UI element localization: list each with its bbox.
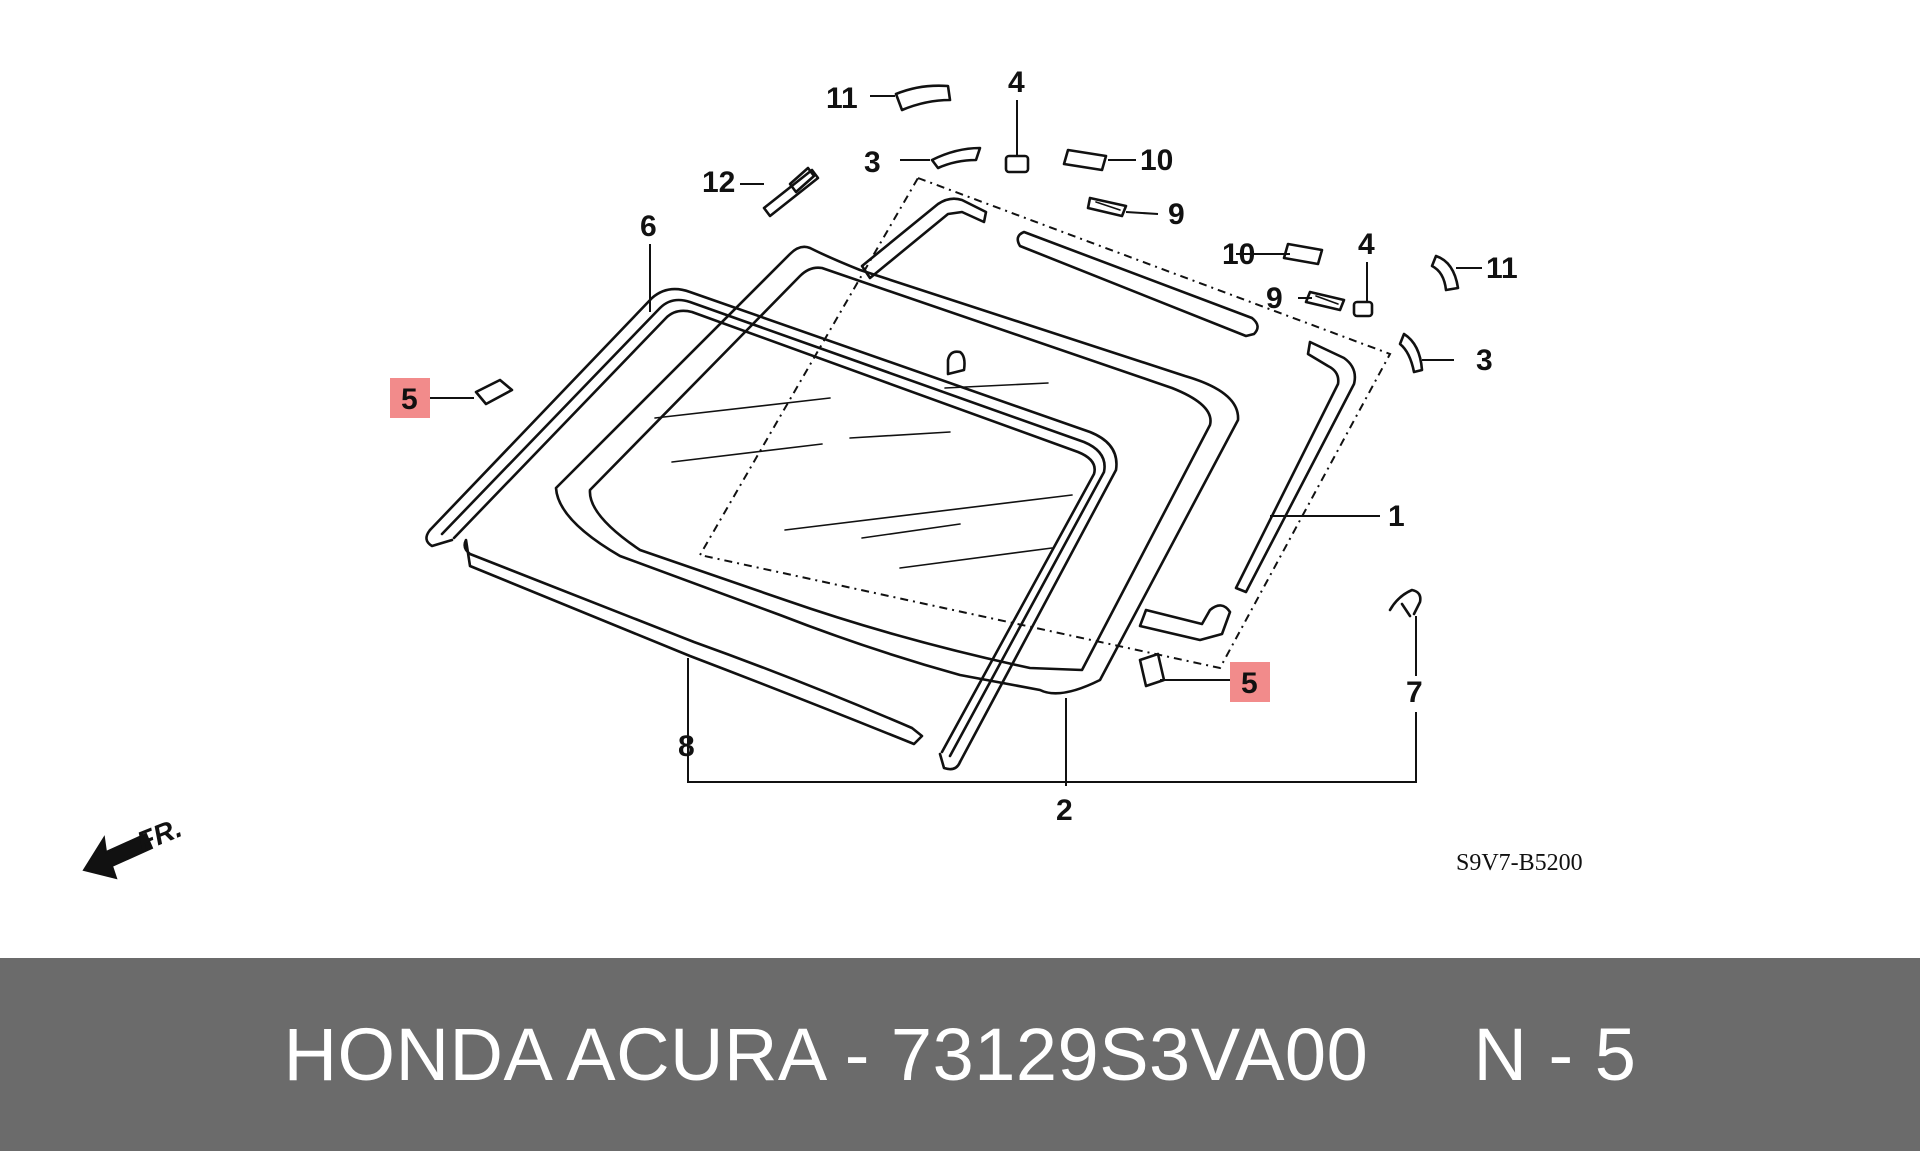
callout-11-left: 11 bbox=[826, 82, 858, 115]
windshield-glass bbox=[554, 245, 1240, 695]
callout-8: 8 bbox=[678, 730, 695, 763]
callout-10-right: 10 bbox=[1222, 238, 1255, 271]
part-9-right bbox=[1304, 290, 1346, 312]
part-11-left bbox=[894, 84, 952, 112]
side-dam-right bbox=[1234, 340, 1357, 594]
part-7-clip bbox=[1388, 588, 1422, 618]
callout-9-left: 9 bbox=[1168, 198, 1185, 231]
callout-9-right: 9 bbox=[1266, 282, 1283, 315]
callout-1: 1 bbox=[1388, 500, 1405, 533]
leader-lines bbox=[430, 95, 1482, 786]
upper-seal-strip bbox=[1016, 230, 1259, 338]
part-4-right bbox=[1352, 300, 1374, 318]
part-12 bbox=[762, 166, 820, 218]
part-4-left bbox=[1004, 154, 1030, 174]
lower-seal-8 bbox=[463, 538, 924, 746]
body-opening-outline bbox=[698, 176, 1392, 670]
windshield-parts-diagram: 11 3 4 10 9 12 6 10 9 4 11 3 1 7 8 2 5 5 bbox=[82, 66, 1583, 880]
callout-4-left: 4 bbox=[1008, 66, 1025, 99]
callout-2: 2 bbox=[1056, 794, 1073, 827]
footer-bar: HONDA ACURA - 73129S3VA00 N - 5 bbox=[0, 958, 1920, 1151]
part-number-caption: HONDA ACURA - 73129S3VA00 N - 5 bbox=[283, 1013, 1637, 1096]
front-direction-arrow: FR. bbox=[82, 812, 186, 880]
callout-3-right: 3 bbox=[1476, 344, 1493, 377]
callout-5-left-highlight: 5 bbox=[390, 378, 430, 418]
lower-right-dam bbox=[1138, 604, 1232, 642]
callout-7: 7 bbox=[1406, 676, 1423, 709]
callout-5-left: 5 bbox=[401, 383, 418, 416]
callout-11-right: 11 bbox=[1486, 252, 1518, 285]
part-11-right bbox=[1430, 254, 1460, 292]
part-3-right bbox=[1398, 332, 1424, 374]
part-5-right bbox=[1138, 652, 1166, 688]
part-5-left bbox=[474, 378, 514, 406]
direction-label: FR. bbox=[133, 812, 186, 858]
part-3-left bbox=[930, 146, 982, 170]
callout-10-left: 10 bbox=[1140, 144, 1173, 177]
callout-5-right: 5 bbox=[1241, 667, 1258, 700]
part-9-left bbox=[1086, 196, 1128, 218]
callout-3-left: 3 bbox=[864, 146, 881, 179]
molding-6 bbox=[425, 287, 1118, 771]
side-dam-left bbox=[860, 197, 988, 280]
callout-labels: 11 3 4 10 9 12 6 10 9 4 11 3 1 7 8 2 5 5 bbox=[390, 66, 1518, 827]
arrow-left-icon bbox=[82, 832, 154, 880]
callout-4-right: 4 bbox=[1358, 228, 1375, 261]
callout-5-right-highlight: 5 bbox=[1230, 662, 1270, 702]
part-10-left bbox=[1062, 148, 1108, 172]
callout-6: 6 bbox=[640, 210, 657, 243]
diagram-code: S9V7-B5200 bbox=[1456, 850, 1583, 876]
callout-12: 12 bbox=[702, 166, 735, 199]
